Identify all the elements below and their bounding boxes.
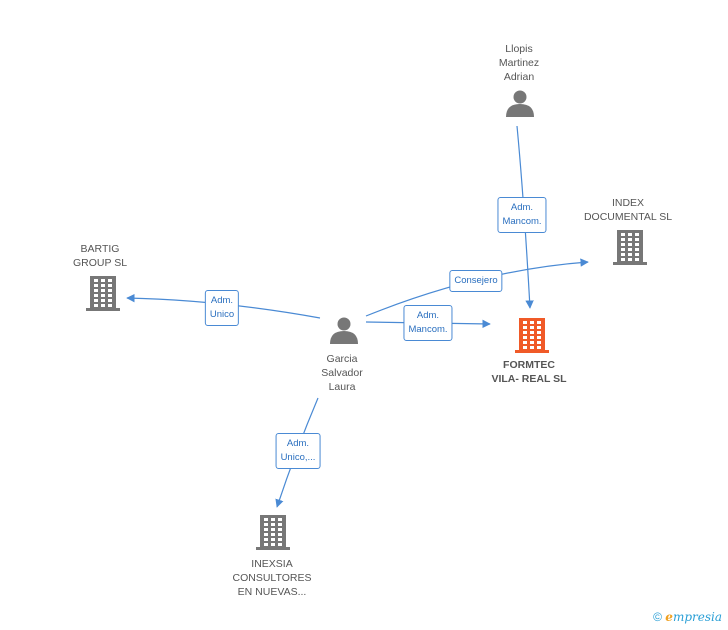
person-icon-llopis[interactable] bbox=[506, 90, 534, 118]
person-icon-garcia[interactable] bbox=[330, 317, 358, 345]
building-icon-bartig[interactable] bbox=[86, 276, 120, 311]
node-label-formtec[interactable]: FORMTEC VILA- REAL SL bbox=[491, 359, 567, 385]
brand-name: empresia bbox=[665, 610, 722, 624]
edge-label-garcia-formtec[interactable]: Adm. Mancom. bbox=[403, 305, 453, 341]
copyright-symbol: © bbox=[653, 610, 662, 624]
edge-label-garcia-index[interactable]: Consejero bbox=[449, 270, 503, 292]
node-label-llopis[interactable]: Llopis Martinez Adrian bbox=[498, 43, 540, 83]
node-label-garcia[interactable]: Garcia Salvador Laura bbox=[321, 353, 363, 393]
edge-label-llopis-formtec[interactable]: Adm. Mancom. bbox=[497, 197, 547, 233]
building-icon-formtec[interactable] bbox=[515, 318, 549, 353]
node-label-index[interactable]: INDEX DOCUMENTAL SL bbox=[583, 197, 673, 223]
edge-label-garcia-bartig[interactable]: Adm. Unico bbox=[204, 290, 240, 326]
footer-brand: © empresia bbox=[653, 610, 722, 624]
node-label-inexsia[interactable]: INEXSIA CONSULTORES EN NUEVAS... bbox=[232, 558, 312, 598]
edge-label-garcia-inexsia[interactable]: Adm. Unico,... bbox=[275, 433, 321, 469]
building-icon-inexsia[interactable] bbox=[256, 515, 290, 550]
building-icon-index[interactable] bbox=[613, 230, 647, 265]
node-label-bartig[interactable]: BARTIG GROUP SL bbox=[72, 243, 128, 269]
